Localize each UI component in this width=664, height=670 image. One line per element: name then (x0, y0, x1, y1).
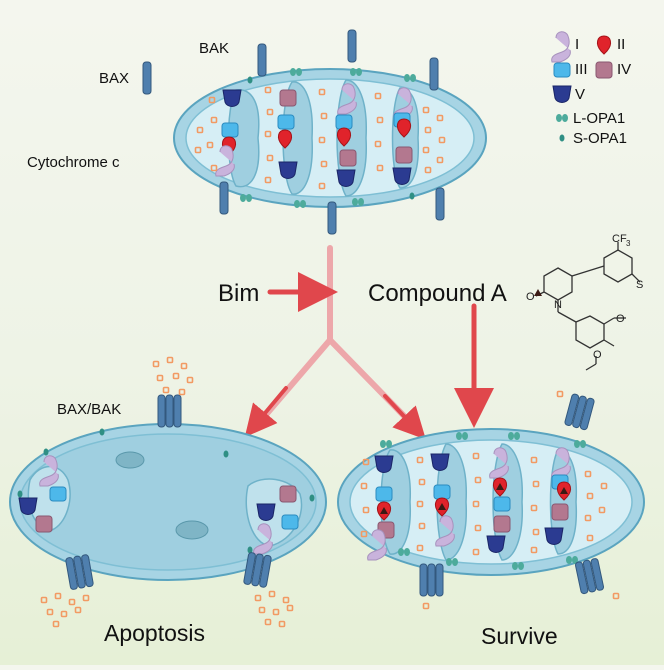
apoptosis-label: Apoptosis (104, 620, 206, 646)
cytochrome-c-label: Cytochrome c (27, 154, 120, 171)
bax-label: BAX (99, 70, 130, 87)
compound-a-structure (535, 242, 641, 371)
survive-label: Survive (481, 623, 558, 649)
molecule-atoms: CF 3 O N S O O (526, 233, 643, 361)
bax-bak-pore-left (64, 553, 95, 591)
legend-s-opa1-label: S-OPA1 (573, 130, 627, 147)
survive-pore-right (574, 557, 605, 595)
survive-mitochondrion (337, 390, 645, 610)
methoxy-o-label-2: O (593, 349, 602, 361)
survive-pore-left (419, 563, 444, 597)
apoptosis-mitochondrion (9, 356, 327, 628)
bak-label: BAK (199, 40, 230, 57)
legend-complex-iv-label: IV (617, 61, 632, 78)
pyridone-n-label: N (554, 299, 562, 311)
bax-bak-pore-right (242, 551, 273, 589)
bim-label: Bim (218, 280, 260, 307)
legend-complex-iii-label: III (575, 61, 588, 78)
top-mitochondrion (142, 29, 487, 235)
sulfonyl-s-label: S (636, 279, 643, 291)
compound-a-triangle-icon (534, 289, 542, 296)
cf3-subscript: 3 (626, 239, 631, 248)
compound-a-label: Compound A (368, 280, 507, 307)
legend-complex-v-label: V (575, 86, 586, 103)
bax-bak-pore-top (157, 394, 182, 428)
pathway-arrows (244, 245, 494, 440)
bax-free-icon (142, 61, 152, 95)
legend-complex-i-label: I (575, 36, 580, 53)
legend-complex-ii-label: II (617, 36, 626, 53)
carbonyl-o-label: O (526, 291, 535, 303)
legend-l-opa1-label: L-OPA1 (573, 110, 626, 127)
bax-bak-label: BAX/BAK (57, 401, 122, 418)
methoxy-o-label-1: O (616, 313, 625, 325)
survive-pore-top (563, 392, 596, 431)
cf3-label: CF (612, 233, 627, 245)
